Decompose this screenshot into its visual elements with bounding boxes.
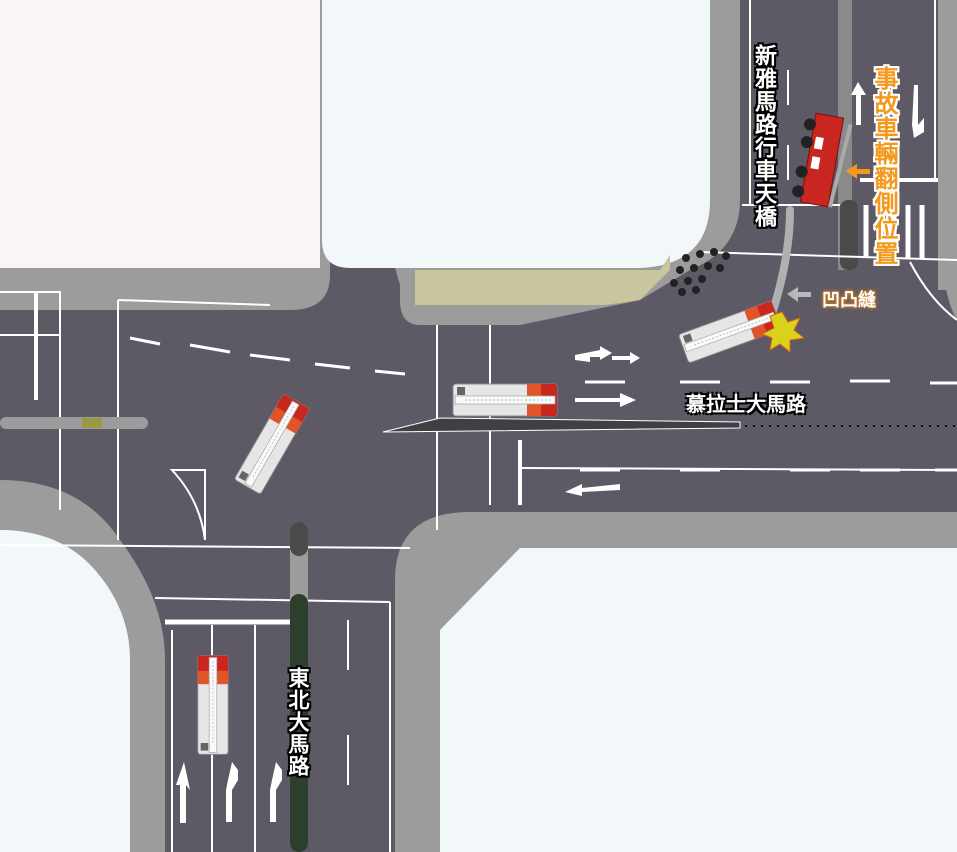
block-bottom-right [440, 548, 957, 852]
crosswalk [863, 205, 925, 258]
stop-line [699, 251, 957, 261]
lane-arrow-icon [176, 762, 282, 823]
accident-position-label: 事故車輛翻側位置 [870, 66, 898, 266]
flyover-lane-markings [742, 0, 938, 206]
flyover-pillar-base [840, 200, 858, 270]
fire-truck [233, 393, 311, 495]
lane-arrow-icon [565, 346, 640, 496]
block-bottom-left [0, 530, 130, 852]
turn-lane-curve [909, 261, 957, 321]
khaki-area [415, 255, 670, 305]
traffic-island [382, 417, 741, 433]
traffic-cones [670, 248, 730, 296]
crash-burst-icon [760, 311, 806, 354]
arrow-left-icon [846, 164, 870, 179]
sidewalk-top-right-corner [938, 0, 957, 320]
median-left-marker [82, 418, 102, 428]
overturned-fire-truck [792, 112, 853, 208]
block-top-middle [322, 0, 710, 268]
median-left [0, 417, 148, 429]
main-road-label: 慕拉士大馬路 [686, 392, 806, 416]
median-green [290, 594, 308, 852]
fire-truck [452, 383, 558, 417]
bump-joint-label: 凹凸縫 [822, 290, 876, 311]
lane-arrow-icon [851, 82, 924, 138]
northeast-road-label: 東北大馬路 [286, 667, 310, 777]
flyover-label: 新雅馬路行車天橋 [751, 44, 776, 228]
median-gray-cap [290, 522, 308, 556]
block-top-left [0, 0, 320, 268]
arrow-left-icon [787, 287, 811, 302]
lane-dashes [129, 336, 957, 472]
fire-truck [197, 655, 229, 755]
